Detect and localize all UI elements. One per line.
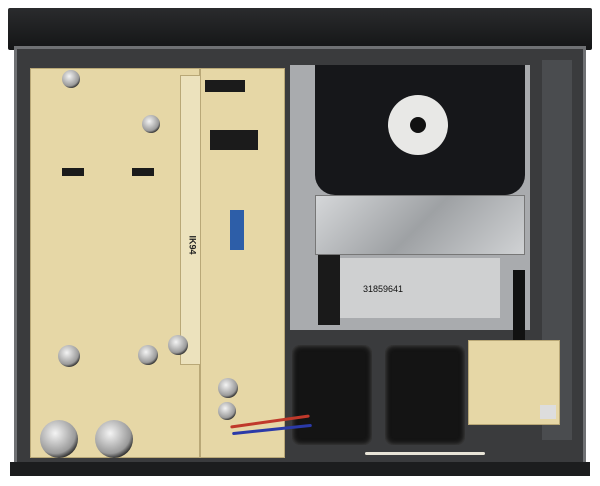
trimmer-block (230, 210, 244, 250)
capacitor (218, 378, 238, 398)
capacitor (138, 345, 158, 365)
spindle-icon (410, 117, 426, 133)
drive-base (340, 258, 500, 318)
capacitor (62, 70, 80, 88)
transformer (292, 345, 372, 445)
wire (365, 452, 485, 455)
capacitor (40, 420, 78, 458)
drive-cover (315, 195, 525, 255)
capacitor (168, 335, 188, 355)
transformer (385, 345, 465, 445)
ic-chip (205, 80, 245, 92)
fuse (540, 405, 556, 419)
capacitor (95, 420, 133, 458)
top-lid (8, 8, 592, 50)
ic-chip (62, 168, 84, 176)
ic-chip (132, 168, 154, 176)
audio-pcb (30, 68, 200, 458)
digital-pcb (200, 68, 285, 458)
board-marking: IK94 (187, 235, 198, 255)
drive-serial-label: 31859641 (363, 284, 404, 294)
capacitor (218, 402, 236, 420)
ic-chip (210, 130, 258, 150)
capacitor (58, 345, 80, 367)
capacitor (142, 115, 160, 133)
drive-foot (318, 255, 340, 325)
front-panel-edge (10, 462, 590, 476)
